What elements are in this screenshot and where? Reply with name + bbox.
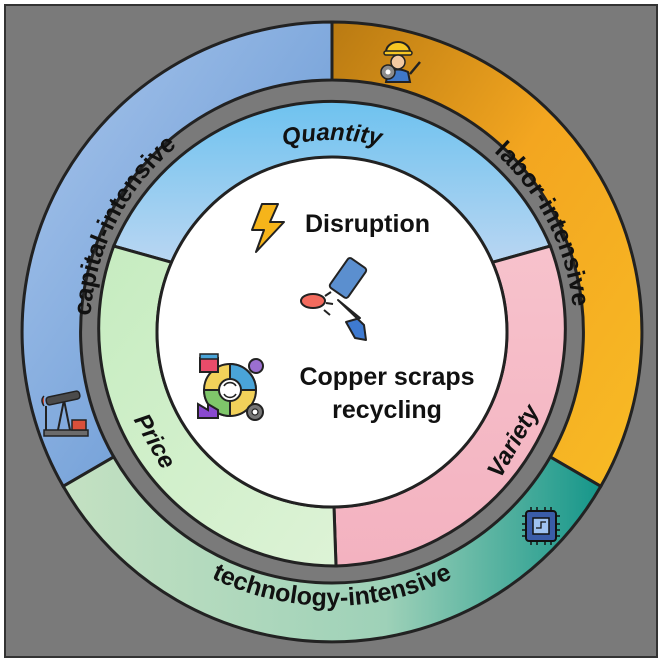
- worker-icon: [380, 41, 421, 83]
- capital-intensive-segment: [20, 20, 334, 489]
- outer-ring: [20, 20, 644, 644]
- oil-pumpjack-icon: [41, 390, 89, 437]
- disruption-title: Disruption: [305, 210, 430, 238]
- lightning-bolt-icon: [251, 203, 285, 253]
- arrow-impact-icon: [300, 257, 368, 341]
- industry-recycling-icon: [197, 353, 264, 421]
- microchip-icon: [522, 507, 560, 545]
- recycling-title-line1: Copper scraps: [299, 363, 474, 391]
- labor-intensive-segment: [330, 20, 644, 489]
- center-circle: [155, 155, 509, 509]
- technology-intensive-segment: [61, 454, 603, 644]
- recycling-title-line2: recycling: [332, 396, 442, 424]
